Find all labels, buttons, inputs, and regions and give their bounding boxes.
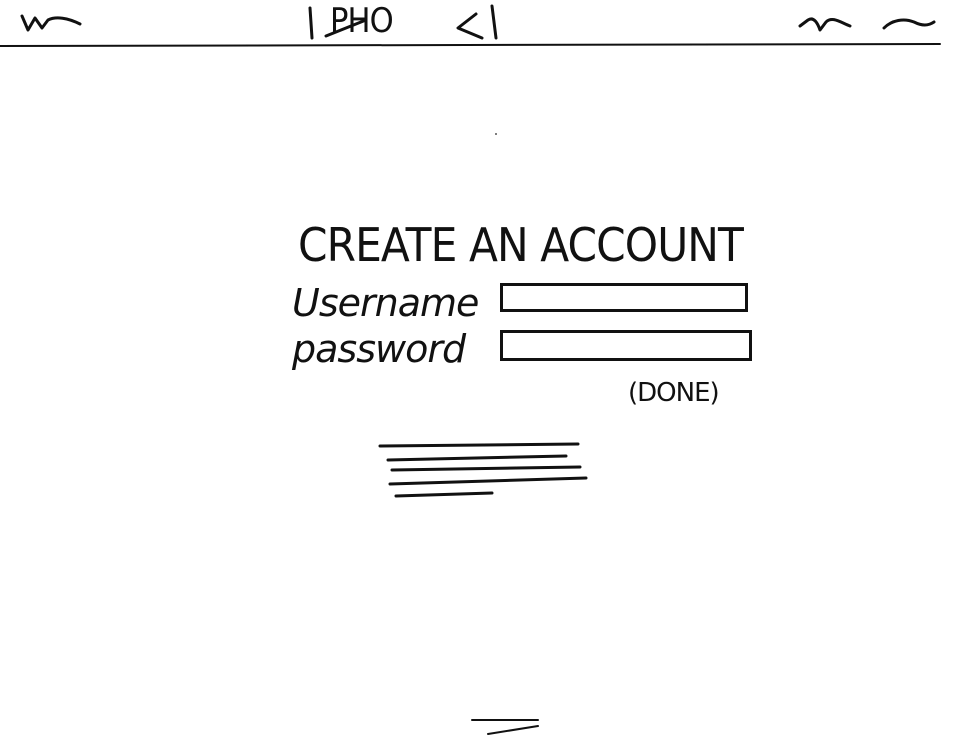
text-line-placeholder [394,491,494,498]
text-line-placeholder [388,476,588,486]
page-title: CREATE AN ACCOUNT [298,218,744,272]
password-input[interactable] [500,330,752,361]
stray-dot [495,133,497,135]
title-bracket-right [490,4,498,40]
title-bracket-left [308,6,314,40]
signal-scribble-icon [20,14,82,32]
home-indicator-icon[interactable] [471,719,539,735]
username-label: Username [292,281,479,325]
status-scribble-icon [798,17,852,32]
status-scribble-icon [882,18,936,30]
app-name: PHO [330,1,394,41]
done-button[interactable]: (DONE) [628,378,720,408]
text-line-placeholder [386,454,568,462]
text-line-placeholder [390,465,582,472]
text-line-placeholder [378,442,580,448]
title-arrow [324,12,484,40]
password-label: password [292,327,466,371]
status-bar-divider [0,43,941,47]
username-input[interactable] [500,283,748,312]
